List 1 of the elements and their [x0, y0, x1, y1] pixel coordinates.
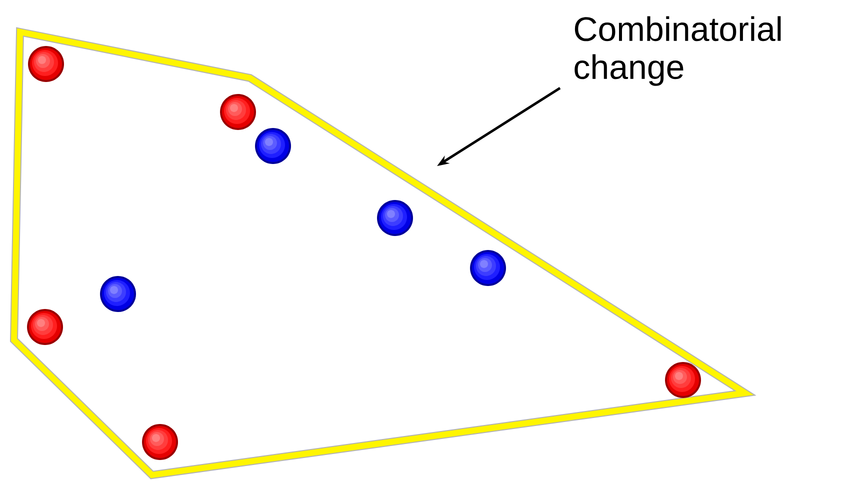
- callout-text: Combinatorial change: [574, 16, 781, 86]
